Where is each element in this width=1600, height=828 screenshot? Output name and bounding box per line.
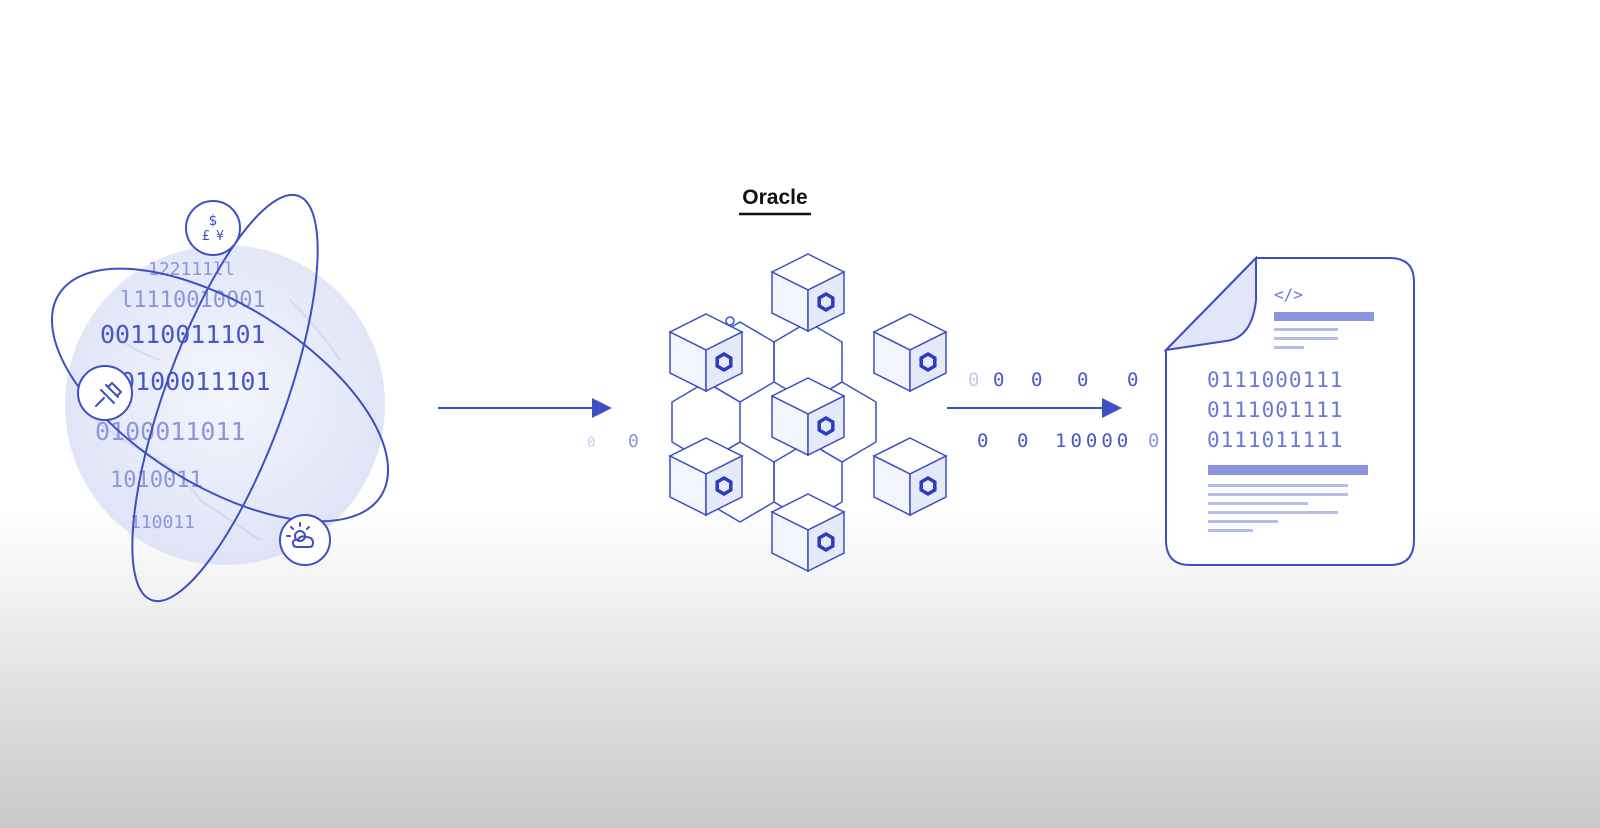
- stream-digit: 10000: [1055, 430, 1132, 452]
- doc-line: [1274, 346, 1304, 349]
- globe-row: l1110010001: [120, 288, 266, 313]
- globe-sphere: [65, 245, 385, 565]
- currency-pound: £: [202, 229, 210, 244]
- oracle-node-cube: [770, 377, 846, 457]
- doc-line: [1274, 328, 1338, 331]
- globe-row: 0100011101: [120, 367, 271, 396]
- stream-digit: 0: [628, 431, 639, 452]
- pin-icon: [77, 365, 133, 421]
- doc-line: [1208, 520, 1278, 523]
- stream-digit: 0: [993, 369, 1004, 391]
- doc-line: [1208, 484, 1348, 487]
- oracle-node-cube: [770, 253, 846, 333]
- globe-row: 00110011101: [100, 320, 266, 349]
- doc-line: [1208, 511, 1338, 514]
- doc-heading-bar: [1208, 465, 1368, 475]
- oracle-node-cube: [770, 493, 846, 573]
- connector-dot: [725, 316, 735, 326]
- oracle-node-cube: [668, 437, 744, 517]
- chainlink-icon: [817, 291, 835, 313]
- stream-digit: 0: [977, 430, 988, 452]
- stream-digit: 0: [1077, 369, 1088, 391]
- chainlink-icon: [919, 351, 937, 373]
- doc-line: [1208, 502, 1308, 505]
- doc-line: [1208, 493, 1348, 496]
- doc-line: [1208, 529, 1253, 532]
- stream-digit: 0: [1017, 430, 1028, 452]
- globe-row: 0100011011: [95, 417, 246, 446]
- chainlink-icon: [817, 531, 835, 553]
- stream-digit: 0: [587, 435, 595, 451]
- globe-orbits: [50, 193, 390, 603]
- doc-binary-line: 0111001111: [1207, 398, 1343, 422]
- chainlink-icon: [817, 415, 835, 437]
- oracle-node-cube: [872, 437, 948, 517]
- oracle-node-cube: [872, 313, 948, 393]
- chainlink-icon: [919, 475, 937, 497]
- doc-line: [1274, 337, 1338, 340]
- stream-digit: 0: [1148, 430, 1159, 452]
- doc-binary-line: 0111000111: [1207, 368, 1343, 392]
- stream-digit: 0: [1031, 369, 1042, 391]
- document-icon: </> 0111000111 0111001111 0111011111: [1163, 255, 1415, 566]
- chainlink-icon: [715, 475, 733, 497]
- globe: 122111ll l1110010001 00110011101 0100011…: [50, 193, 390, 603]
- doc-heading-bar: [1274, 312, 1374, 321]
- currency-dollar: $: [209, 213, 218, 229]
- globe-row: 110011: [130, 512, 195, 533]
- document-fold: [1163, 255, 1257, 352]
- stream-digit: 0: [968, 369, 979, 391]
- currency-yen: ¥: [216, 229, 224, 244]
- doc-binary-line: 0111011111: [1207, 428, 1343, 452]
- currency-icon: $ £ ¥: [185, 200, 241, 256]
- chainlink-icon: [715, 351, 733, 373]
- oracle-title: Oracle: [742, 186, 807, 209]
- stream-digit: 0: [1127, 369, 1138, 391]
- oracle-node-cube: [668, 313, 744, 393]
- code-tag: </>: [1274, 285, 1303, 304]
- oracle-network: [668, 253, 948, 573]
- weather-icon: [279, 514, 331, 566]
